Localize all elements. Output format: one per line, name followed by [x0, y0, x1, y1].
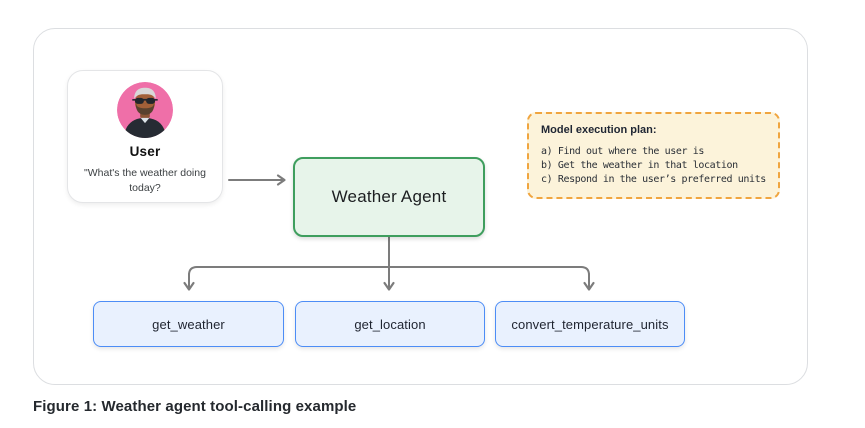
figure-caption: Figure 1: Weather agent tool-calling exa…: [33, 398, 357, 415]
model-execution-plan-box: Model execution plan: a) Find out where …: [527, 112, 780, 200]
plan-step: b) Get the weather in that location: [541, 159, 738, 171]
user-card-name: User: [129, 144, 161, 159]
tool-box-convert-temperature-units: convert_temperature_units: [495, 301, 685, 347]
connector-arrows: [183, 174, 595, 291]
plan-title: Model execution plan:: [541, 124, 657, 136]
weather-agent-box: Weather Agent: [293, 157, 485, 237]
tool-box-get-location: get_location: [295, 301, 485, 347]
weather-agent-label: Weather Agent: [331, 187, 447, 206]
tool-label: get_weather: [152, 316, 225, 332]
tool-box-get-weather: get_weather: [93, 301, 284, 347]
tool-label: convert_temperature_units: [511, 316, 669, 332]
plan-step: a) Find out where the user is: [541, 146, 704, 157]
tool-label: get_location: [354, 316, 426, 332]
plan-step: c) Respond in the user’s preferred units: [541, 173, 766, 185]
user-avatar-icon: [117, 82, 173, 138]
user-card-quote: "What's the weather doing today?: [84, 167, 206, 194]
user-card: User "What's the weather doing today?: [67, 70, 223, 203]
